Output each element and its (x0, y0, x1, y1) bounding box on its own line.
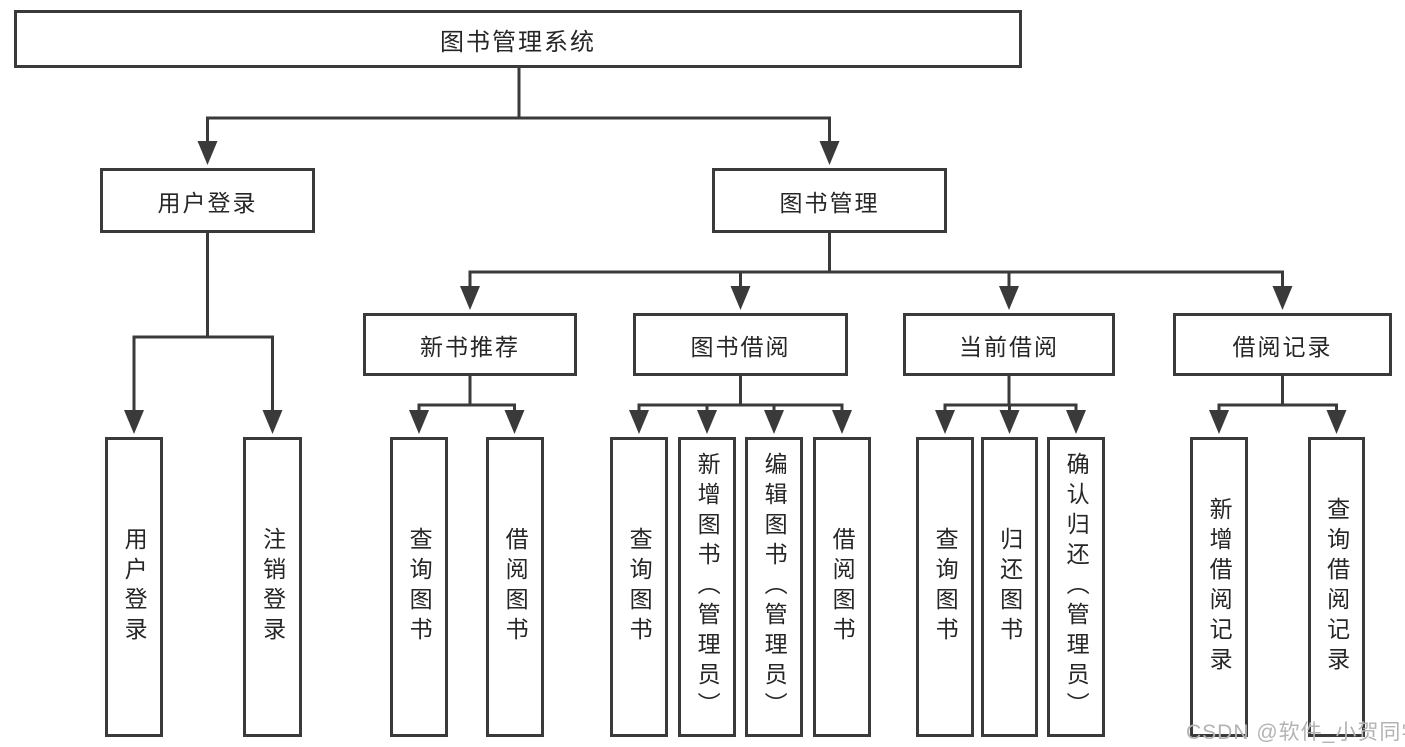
node-new-book-recommend: 新书推荐 (363, 313, 577, 376)
arrowhead (409, 410, 429, 434)
leaf-label: 查询图书 (932, 527, 959, 647)
arrowheads (124, 141, 1347, 434)
node-user-login: 用户登录 (100, 168, 315, 233)
arrowhead (1066, 410, 1086, 434)
arrowhead (197, 141, 218, 165)
leaf-query-books-current: 查询图书 (916, 437, 974, 737)
leaf-query-books-recommend: 查询图书 (390, 437, 448, 737)
arrowhead (730, 286, 751, 310)
node-library-management-system: 图书管理系统 (14, 10, 1022, 68)
arrowhead (935, 410, 955, 434)
leaf-label: 归还图书 (996, 527, 1023, 647)
arrowhead (262, 410, 283, 434)
leaf-logout: 注销登录 (243, 437, 302, 737)
leaf-label: 查询借阅记录 (1323, 497, 1350, 677)
leaf-borrow-books-recommend: 借阅图书 (486, 437, 544, 737)
node-borrow-records: 借阅记录 (1173, 313, 1392, 376)
leaf-label: 编辑图书（管理员） (761, 452, 788, 722)
leaf-label: 查询图书 (406, 527, 433, 647)
arrowhead (1326, 410, 1347, 434)
arrowhead (832, 410, 852, 434)
leaf-add-books-admin: 新增图书（管理员） (678, 437, 736, 737)
leaf-return-books: 归还图书 (981, 437, 1038, 737)
leaf-label: 新增图书（管理员） (694, 452, 721, 722)
node-current-borrowing: 当前借阅 (903, 313, 1115, 376)
arrowhead (999, 286, 1019, 310)
connector-strokes (132, 68, 1338, 418)
leaf-query-books-borrowing: 查询图书 (610, 437, 668, 737)
arrowhead (999, 410, 1020, 434)
arrowhead (629, 410, 649, 434)
leaf-add-borrow-record: 新增借阅记录 (1190, 437, 1248, 737)
leaf-label: 查询图书 (626, 527, 653, 647)
leaf-confirm-return-admin: 确认归还（管理员） (1047, 437, 1105, 737)
node-book-borrowing: 图书借阅 (633, 313, 848, 376)
arrowhead (1209, 410, 1229, 434)
leaf-borrow-books-borrowing: 借阅图书 (813, 437, 871, 737)
arrowhead (124, 410, 144, 434)
leaf-query-borrow-record: 查询借阅记录 (1308, 437, 1365, 737)
arrowhead (697, 410, 717, 434)
leaf-label: 新增借阅记录 (1206, 497, 1233, 677)
leaf-user-login: 用户登录 (105, 437, 163, 737)
leaf-edit-books-admin: 编辑图书（管理员） (745, 437, 803, 737)
arrowhead (1272, 286, 1293, 310)
watermark: CSDN @软件_小贺同学 (1186, 721, 1405, 744)
arrowhead (764, 410, 784, 434)
leaf-label: 借阅图书 (829, 527, 856, 647)
leaf-label: 用户登录 (121, 527, 148, 647)
leaf-label: 确认归还（管理员） (1063, 452, 1090, 722)
arrowhead (819, 141, 840, 165)
arrowhead (460, 286, 480, 310)
node-book-management: 图书管理 (712, 168, 947, 233)
leaf-label: 注销登录 (259, 527, 286, 647)
leaf-label: 借阅图书 (502, 527, 529, 647)
arrowhead (504, 410, 525, 434)
